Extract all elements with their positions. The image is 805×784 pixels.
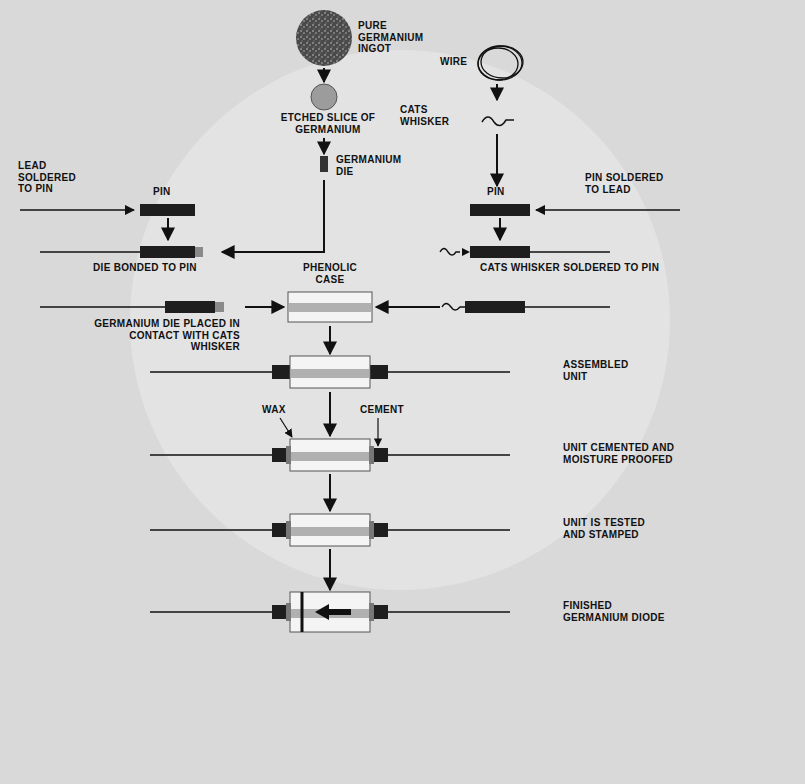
stage-label: DIE BONDED TO PIN [70,262,220,274]
stage-label: PIN [487,186,527,198]
die [195,247,203,257]
stage-label: UNIT IS TESTED AND STAMPED [563,517,668,540]
stage-label: ETCHED SLICE OF GERMANIUM [268,112,388,135]
die [215,302,224,312]
stage-label: WIRE [440,56,474,68]
part-label: PIN SOLDERED TO LEAD [585,172,677,195]
stage-label: FINISHED GERMANIUM DIODE [563,600,673,623]
stage-label: PURE GERMANIUM INGOT [358,20,428,55]
flow-arrow [496,134,498,186]
part-label: LEAD SOLDERED TO PIN [18,160,76,195]
lead-wire [536,209,680,211]
wire-coil [478,46,523,80]
flow-arrow [167,218,169,240]
slice [311,84,337,110]
stage-label: ASSEMBLED UNIT [563,359,643,382]
diode-unit [150,514,510,546]
leader-line [280,418,292,437]
lead-wire [40,306,165,308]
case-band [289,303,371,312]
flow-arrow [323,138,325,154]
process-stage: ASSEMBLED UNIT [145,354,705,392]
process-stage: WIRE [440,42,540,84]
pin [470,204,530,216]
flow-arrow [329,549,331,590]
flow-arrow [329,326,331,354]
process-stage: PHENOLIC CASE [284,262,376,326]
part-label: WAX [262,404,292,416]
lead-wire [530,251,610,253]
diode-unit [150,439,510,471]
stage-label: CATS WHISKER [400,104,470,127]
cats-whisker [440,249,460,256]
flow-arrow [329,474,331,511]
process-stage: UNIT IS TESTED AND STAMPED [145,511,705,549]
lead-wire [525,306,610,308]
stage-label: UNIT CEMENTED AND MOISTURE PROOFED [563,442,698,465]
pin [465,301,525,313]
flow-arrow [245,306,284,308]
stage-label: GERMANIUM DIE [336,154,406,177]
arrow-symbol [462,248,470,256]
die [320,156,328,172]
flow-arrow [376,306,440,308]
cats-whisker [442,304,465,311]
process-stage: ETCHED SLICE OF GERMANIUM [268,82,390,138]
pin [165,301,215,313]
flow-arrow [499,218,501,240]
pin [140,246,195,258]
process-stage: PURE GERMANIUM INGOT [292,8,432,68]
stage-label: GERMANIUM DIE PLACED IN CONTACT WITH CAT… [85,318,240,353]
process-stage: DIE BONDED TO PIN [30,240,222,276]
leader-line [377,418,378,446]
flow-arrow [329,392,331,436]
cats-whisker [482,117,514,126]
lead-wire [40,251,140,253]
stage-label: CATS WHISKER SOLDERED TO PIN [480,262,680,274]
lead-wire [20,209,134,211]
process-stage: PIN [465,186,535,218]
process-stage: CATS WHISKER SOLDERED TO PIN [440,240,700,320]
stage-label: PHENOLIC CASE [300,262,360,285]
phenolic-case [288,292,372,322]
process-stage: UNIT CEMENTED AND MOISTURE PROOFED [145,436,705,474]
diode-unit [150,592,510,632]
flow-arrow [323,68,325,82]
flow-arrow [496,84,498,100]
flow-arrow [222,180,324,252]
process-stage: PIN [135,186,200,218]
ingot [296,10,352,66]
process-stage: FINISHED GERMANIUM DIODE [145,590,705,634]
process-stage: GERMANIUM DIE [316,154,408,180]
process-stage: GERMANIUM DIE PLACED IN CONTACT WITH CAT… [30,296,245,360]
process-stage: CATS WHISKER [400,100,540,134]
part-label: CEMENT [360,404,410,416]
pin [140,204,195,216]
diode-unit [150,356,510,388]
stage-label: PIN [153,186,193,198]
pin [470,246,530,258]
